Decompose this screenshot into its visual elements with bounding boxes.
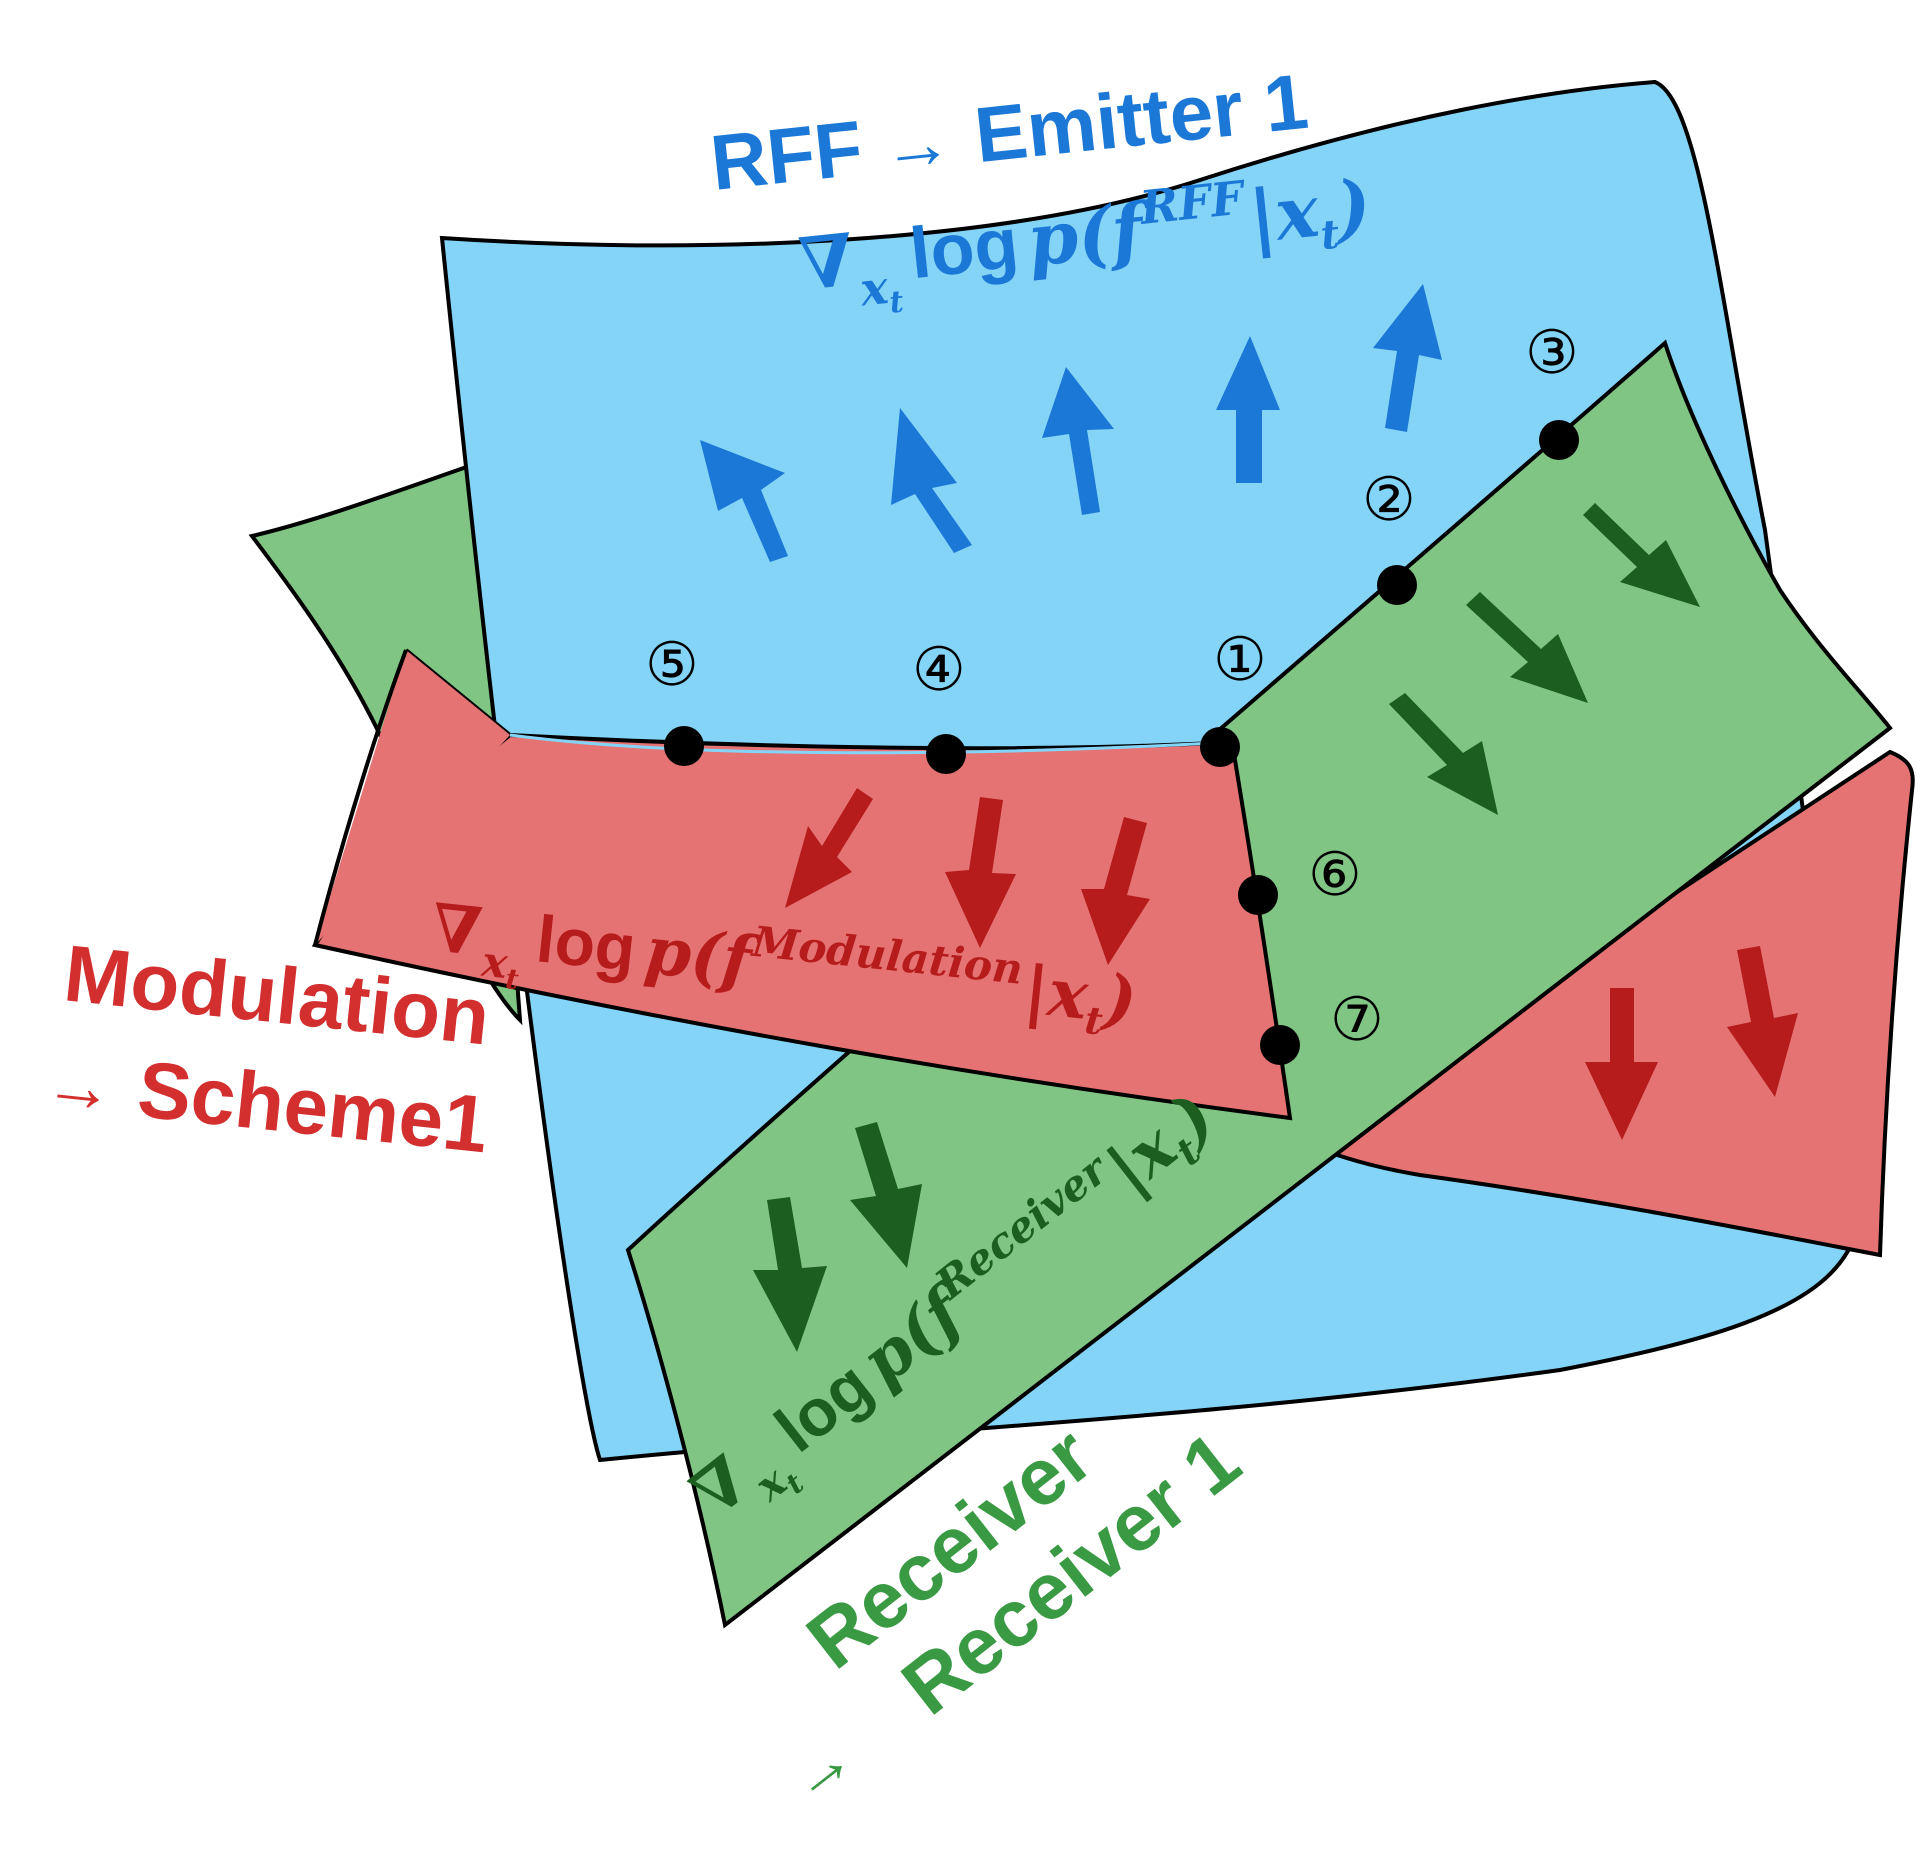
blue-arrow-2	[891, 408, 972, 553]
red-arrow-1	[785, 788, 873, 908]
red-arrow-5	[1727, 946, 1798, 1097]
point-2	[1377, 565, 1417, 605]
red-sheet-right	[1295, 749, 1915, 1258]
point-label-6: ⑥	[1308, 840, 1362, 910]
green-arrow-3	[1389, 693, 1498, 815]
green-arrow-4	[753, 1197, 827, 1352]
blue-arrow-5	[1373, 284, 1442, 432]
red-arrow-2	[945, 797, 1016, 948]
point-label-1: ①	[1213, 625, 1267, 695]
receiver-gradient-arrows-lower	[753, 1122, 922, 1352]
green-arrow-2	[1466, 592, 1588, 703]
red-sheet-left-fill	[315, 650, 510, 945]
point-label-2: ②	[1362, 465, 1416, 535]
modulation-gradient-arrows	[785, 788, 1798, 1140]
rff-gradient-arrows	[700, 284, 1442, 562]
red-arrow-3	[1081, 817, 1150, 965]
rff-formula: ∇xtlogp(fRFF|xt)	[794, 157, 1377, 329]
receiver-title-arrow: →	[772, 1721, 867, 1817]
trajectory-points	[664, 420, 1579, 1065]
rff-formula-text: ∇xtlogp(fRFF|xt)	[794, 157, 1377, 329]
blue-red-boundary	[509, 733, 1233, 755]
green-arrow-1	[1583, 503, 1700, 607]
green-arrow-5	[850, 1122, 922, 1268]
point-label-7: ⑦	[1330, 985, 1384, 1055]
point-4	[926, 734, 966, 774]
blue-arrow-1	[700, 440, 788, 562]
blue-arrow-4	[1216, 336, 1280, 483]
point-label-3: ③	[1525, 318, 1579, 388]
receiver-gradient-arrows-upper	[1389, 503, 1700, 815]
blue-arrow-3	[1042, 367, 1114, 515]
point-6	[1238, 875, 1278, 915]
point-7	[1260, 1025, 1300, 1065]
red-sheet-left-edge	[313, 649, 408, 946]
point-labels: ① ② ③ ④ ⑤ ⑥ ⑦	[645, 318, 1579, 1055]
red-arrow-4	[1585, 988, 1658, 1140]
point-3	[1539, 420, 1579, 460]
point-5	[664, 726, 704, 766]
point-1	[1200, 727, 1240, 767]
point-label-5: ⑤	[645, 630, 699, 700]
point-label-4: ④	[912, 635, 966, 705]
